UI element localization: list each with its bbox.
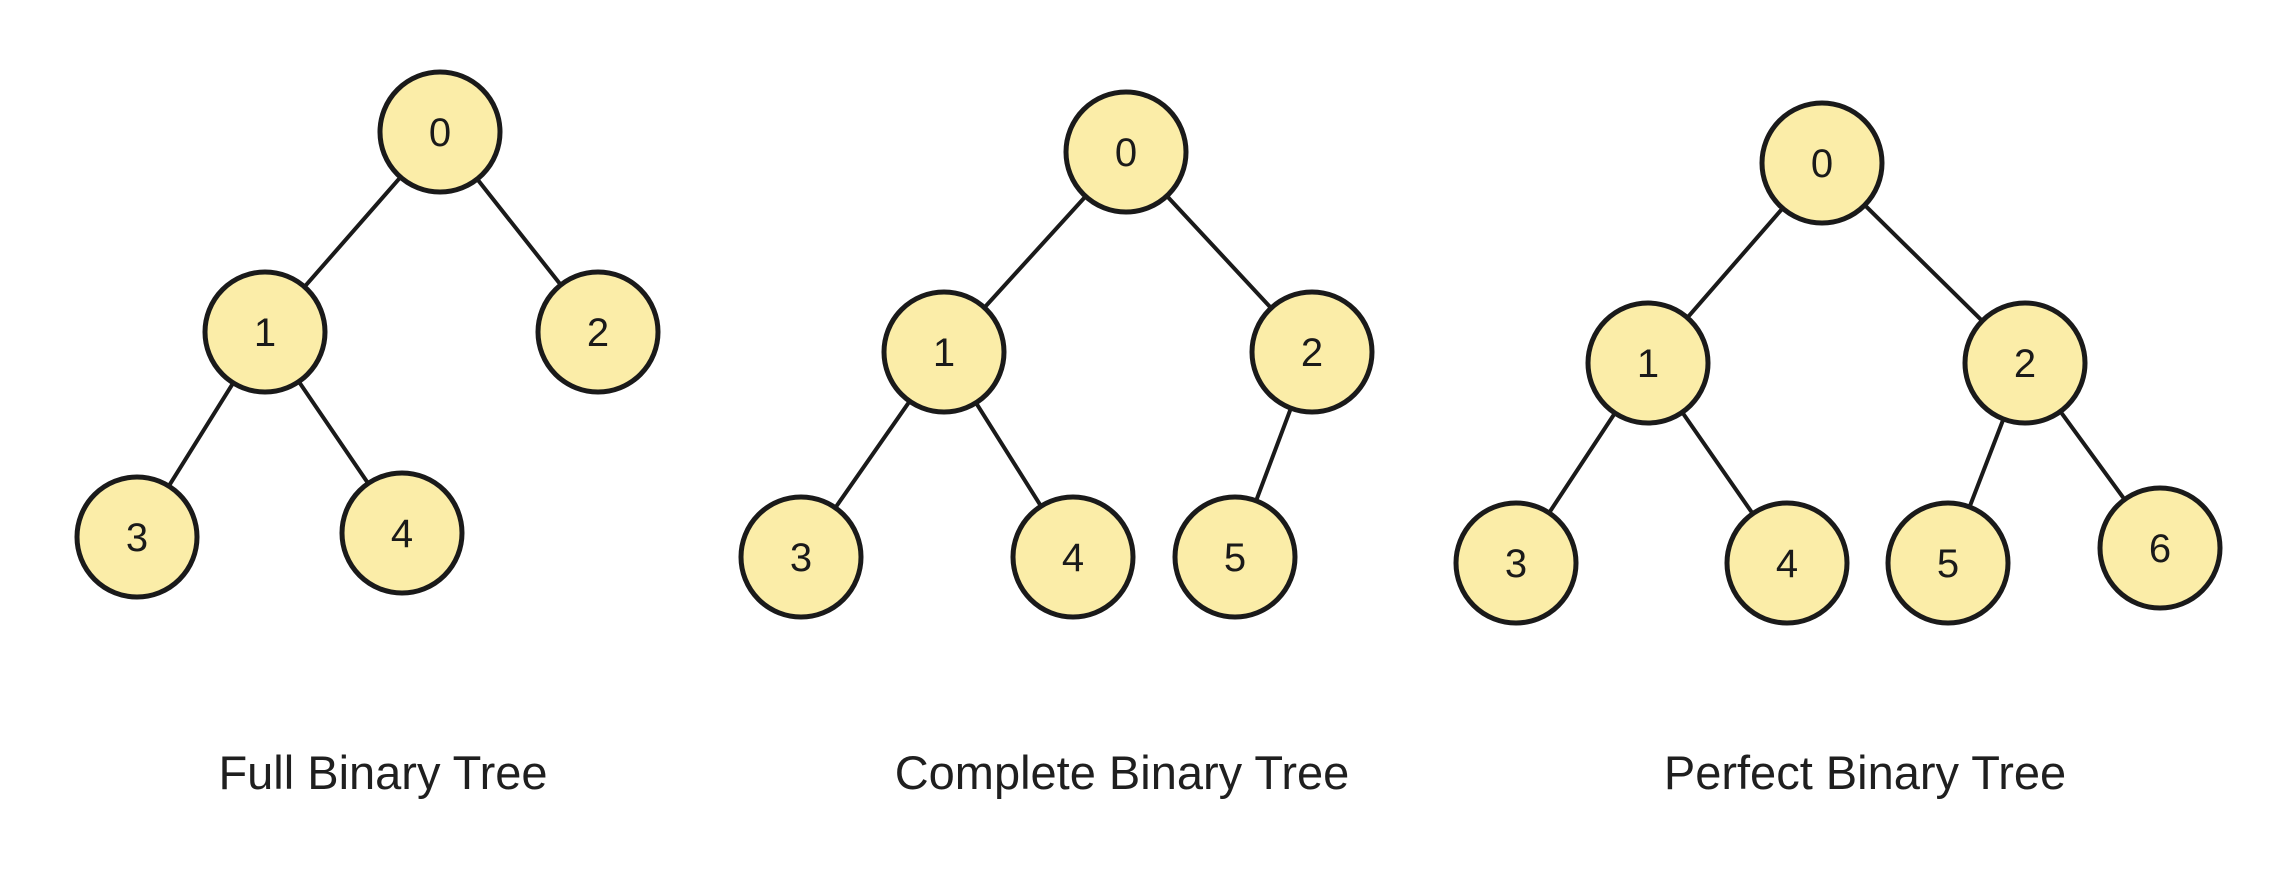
tree-node[interactable]: 0 (1759, 100, 1885, 226)
tree-edge-0-2 (473, 175, 565, 289)
node-circle[interactable] (738, 494, 864, 620)
tree-edge-1-4 (295, 377, 372, 488)
tree-edge-2-5 (1966, 415, 2007, 511)
node-circle[interactable] (1249, 289, 1375, 415)
tree-edge-0-1 (301, 173, 404, 291)
node-circle[interactable] (1962, 300, 2088, 426)
node-circle[interactable] (881, 289, 1007, 415)
node-label: 2 (1301, 331, 1323, 375)
tree-node[interactable]: 3 (74, 474, 200, 600)
node-label: 5 (1937, 542, 1959, 586)
node-label: 4 (391, 512, 413, 556)
tree-node[interactable]: 4 (1010, 494, 1136, 620)
node-label: 3 (1505, 542, 1527, 586)
node-circle[interactable] (2097, 485, 2223, 611)
tree-edge-2-5 (1253, 404, 1294, 505)
edges-group (832, 192, 1294, 512)
tree-node[interactable]: 1 (881, 289, 1007, 415)
node-circle[interactable] (1885, 500, 2011, 626)
node-circle[interactable] (1453, 500, 1579, 626)
node-label: 1 (933, 331, 955, 375)
tree-edge-1-3 (832, 397, 913, 512)
tree-edge-1-3 (1545, 409, 1619, 517)
edges-group (1545, 201, 2128, 518)
tree-edge-0-1 (981, 192, 1089, 312)
node-label: 0 (1811, 142, 1833, 186)
tree-node[interactable]: 2 (1962, 300, 2088, 426)
tree-node[interactable]: 5 (1172, 494, 1298, 620)
node-circle[interactable] (377, 69, 503, 195)
tree-edge-0-2 (1861, 201, 1986, 325)
node-circle[interactable] (202, 269, 328, 395)
node-circle[interactable] (1172, 494, 1298, 620)
tree-node[interactable]: 3 (1453, 500, 1579, 626)
node-label: 1 (1637, 342, 1659, 386)
edges-group (165, 173, 565, 490)
tree-node[interactable]: 4 (339, 470, 465, 596)
node-circle[interactable] (1063, 89, 1189, 215)
node-circle[interactable] (1010, 494, 1136, 620)
nodes-group: 0 1 2 3 4 5 (738, 89, 1375, 620)
tree-edge-1-4 (972, 399, 1045, 510)
node-circle[interactable] (74, 474, 200, 600)
node-label: 6 (2149, 527, 2171, 571)
tree-caption-full-binary-tree: Full Binary Tree (218, 746, 547, 799)
tree-caption-perfect-binary-tree: Perfect Binary Tree (1664, 746, 2066, 799)
tree-node[interactable]: 2 (1249, 289, 1375, 415)
tree-node[interactable]: 4 (1724, 500, 1850, 626)
tree-node[interactable]: 5 (1885, 500, 2011, 626)
tree-edge-0-2 (1163, 192, 1275, 312)
node-label: 3 (126, 516, 148, 560)
nodes-group: 0 1 2 3 4 5 6 (1453, 100, 2223, 626)
nodes-group: 0 1 2 3 4 (74, 69, 661, 600)
tree-node[interactable]: 1 (1585, 300, 1711, 426)
node-label: 0 (429, 111, 451, 155)
tree-edge-1-4 (1679, 408, 1756, 518)
node-label: 1 (254, 311, 276, 355)
node-label: 4 (1776, 542, 1798, 586)
node-label: 3 (790, 536, 812, 580)
tree-edge-1-3 (165, 379, 237, 490)
tree-node[interactable]: 6 (2097, 485, 2223, 611)
node-label: 0 (1115, 131, 1137, 175)
node-label: 5 (1224, 536, 1246, 580)
node-label: 2 (2014, 342, 2036, 386)
node-circle[interactable] (339, 470, 465, 596)
tree-node[interactable]: 0 (1063, 89, 1189, 215)
tree-edge-0-1 (1684, 204, 1786, 322)
tree-node[interactable]: 1 (202, 269, 328, 395)
node-circle[interactable] (1724, 500, 1850, 626)
tree-edge-2-6 (2057, 407, 2128, 504)
node-circle[interactable] (1585, 300, 1711, 426)
node-circle[interactable] (535, 269, 661, 395)
node-circle[interactable] (1759, 100, 1885, 226)
node-label: 2 (587, 311, 609, 355)
tree-node[interactable]: 2 (535, 269, 661, 395)
tree-node[interactable]: 3 (738, 494, 864, 620)
node-label: 4 (1062, 536, 1084, 580)
tree-node[interactable]: 0 (377, 69, 503, 195)
tree-caption-complete-binary-tree: Complete Binary Tree (895, 746, 1350, 799)
